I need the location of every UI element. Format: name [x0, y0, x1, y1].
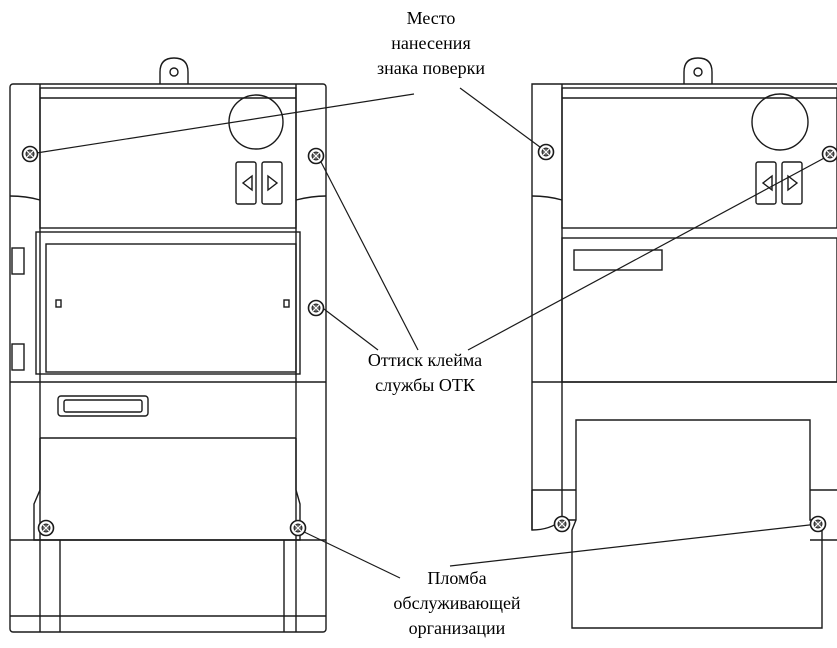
screw-icon [37, 519, 55, 537]
screw-icon [307, 147, 325, 165]
right-meter-terminal-cover [571, 419, 823, 629]
leader-lines [29, 87, 829, 579]
right-meter-optical-port [751, 93, 809, 151]
left-meter-nameplate [57, 395, 149, 417]
label-line: обслуживающей [393, 593, 521, 613]
leader-seal-left [299, 529, 401, 579]
label-line: Место [406, 8, 456, 28]
right-meter-nameplate [573, 249, 663, 271]
screw-icon [21, 145, 39, 163]
left-meter-button-left [235, 161, 257, 205]
right-meter-button-left [755, 161, 777, 205]
right-meter-display [561, 237, 837, 383]
label-line: знака поверки [376, 58, 486, 78]
leader-otk-right [467, 155, 829, 351]
left-meter-button-right [261, 161, 283, 205]
left-meter-hook [159, 57, 189, 84]
right-meter-hook [683, 57, 713, 84]
label-line: нанесения [391, 33, 471, 53]
screw-icon [307, 299, 325, 317]
label-line: службы ОТК [375, 375, 475, 395]
label-line: Оттиск клейма [367, 350, 483, 370]
label-service-seal: Пломба обслуживающей организации [372, 566, 542, 641]
screw-icon [289, 519, 307, 537]
label-verification-mark: Место нанесения знака поверки [356, 6, 506, 81]
screw-icon [809, 515, 827, 533]
leader-seal-right [449, 523, 819, 567]
label-line: Пломба [427, 568, 487, 588]
right-meter [531, 57, 837, 629]
leader-otk-top-left [319, 159, 419, 351]
leader-verif-left [29, 93, 415, 155]
label-line: организации [408, 618, 506, 638]
leader-otk-mid-left [319, 305, 379, 351]
right-meter-body [531, 83, 837, 530]
label-otk-stamp: Оттиск клейма службы ОТК [340, 348, 510, 398]
left-meter-display [45, 243, 297, 373]
screws [21, 143, 837, 537]
right-meter-button-right [781, 161, 803, 205]
screw-icon [537, 143, 555, 161]
screw-icon [821, 145, 837, 163]
leader-verif-right [459, 87, 545, 151]
left-meter-terminal-cover [33, 438, 301, 541]
screw-icon [553, 515, 571, 533]
left-meter-display-frame [35, 231, 301, 375]
left-meter-top-cover [39, 87, 297, 229]
left-meter [9, 57, 327, 633]
left-meter-body [9, 83, 327, 633]
left-meter-optical-port [228, 94, 284, 150]
